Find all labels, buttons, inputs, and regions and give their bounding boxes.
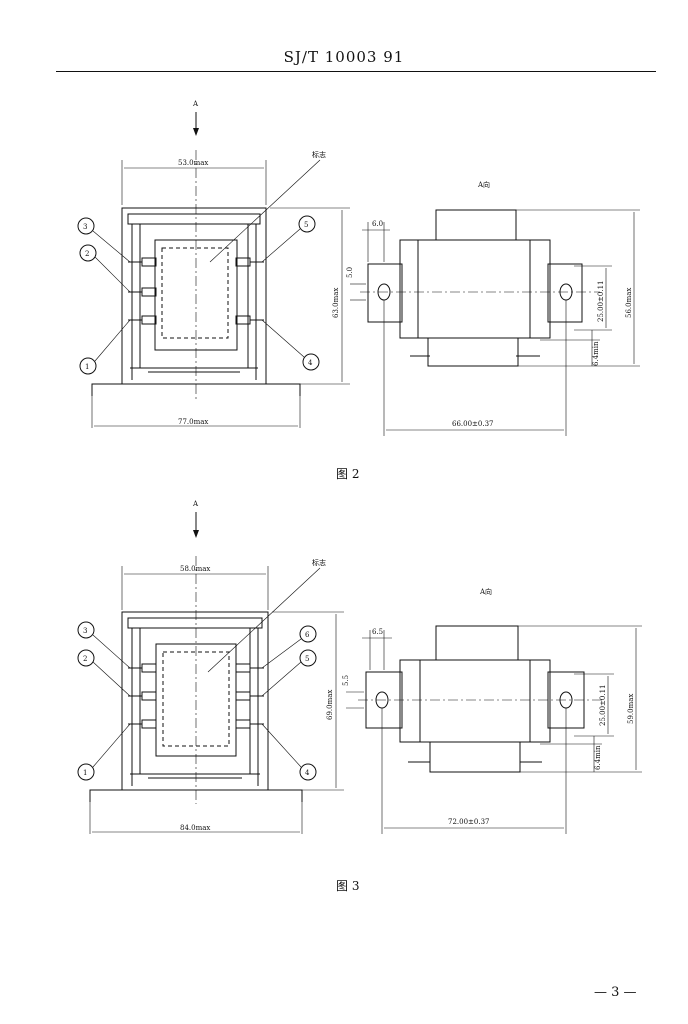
- fig2-dim-slot-height: 5.0: [346, 267, 354, 278]
- fig3-bottom-dimension: 84.0max: [180, 824, 210, 832]
- fig2-pin-2: 2: [85, 250, 89, 258]
- fig2-dim-slot-width: 6.0: [372, 220, 383, 228]
- fig3-dim-hole-spacing: 25.00±0.11: [599, 685, 607, 727]
- header-rule: [56, 71, 656, 72]
- fig2-caption: 图 2: [336, 467, 359, 481]
- fig3-pin-1: 1: [83, 769, 87, 777]
- fig3-caption: 图 3: [336, 879, 359, 893]
- fig3-front-view: A 58.0max 84.0max 69: [77, 500, 344, 834]
- fig3-top-dimension: 58.0max: [180, 565, 210, 573]
- fig2-dim-width: 66.00±0.37: [452, 420, 494, 428]
- fig3-dim-slot-height: 5.5: [342, 675, 350, 686]
- fig2-pin-5: 5: [304, 221, 308, 229]
- fig3-dim-min: 6.4min: [594, 745, 602, 770]
- fig2-mark-label: 标志: [312, 150, 326, 159]
- fig2-height-dimension: 63.0max: [332, 288, 340, 318]
- fig2-pin-1: 1: [85, 363, 89, 371]
- fig3-pin-4: 4: [305, 769, 310, 777]
- fig3-pin-3: 3: [83, 627, 87, 635]
- document-header: SJ/T 10003 91: [283, 48, 405, 66]
- fig2-pin-4: 4: [308, 359, 313, 367]
- fig2-view-title: A向: [477, 180, 490, 189]
- fig3-pin-5: 5: [305, 655, 309, 663]
- fig2-pin-3: 3: [83, 223, 87, 231]
- fig3-pin-2: 2: [83, 655, 87, 663]
- fig3-height-dimension: 69.0max: [326, 690, 334, 720]
- fig3-dim-total-height: 59.0max: [627, 694, 635, 724]
- fig2-bottom-dimension: 77.0max: [178, 418, 208, 426]
- fig3-dim-width: 72.00±0.37: [448, 818, 490, 826]
- fig2-top-dimension: 53.0max: [178, 159, 208, 167]
- fig3-dim-slot-width: 6.5: [372, 628, 383, 636]
- fig2-dim-min: 6.4min: [592, 341, 600, 366]
- page-number: — 3 —: [594, 985, 637, 1000]
- fig3-pin-6: 6: [305, 631, 310, 639]
- fig3-view-arrow-label: A: [192, 500, 199, 508]
- fig2-side-view: A向 6.0 5.0 25.00±0.11 56.0max: [346, 180, 640, 436]
- fig2-front-view: A 53.0max 77.0m: [77, 100, 350, 428]
- fig3-mark-label: 标志: [312, 558, 326, 567]
- fig2-view-arrow-label: A: [192, 100, 199, 108]
- fig3-side-view: A向 6.5 5.5 25.00±0.11 59.0max 6.4min: [342, 587, 642, 834]
- fig2-dim-total-height: 56.0max: [625, 288, 633, 318]
- fig3-view-title: A向: [479, 587, 492, 596]
- fig2-dim-hole-spacing: 25.00±0.11: [597, 281, 605, 323]
